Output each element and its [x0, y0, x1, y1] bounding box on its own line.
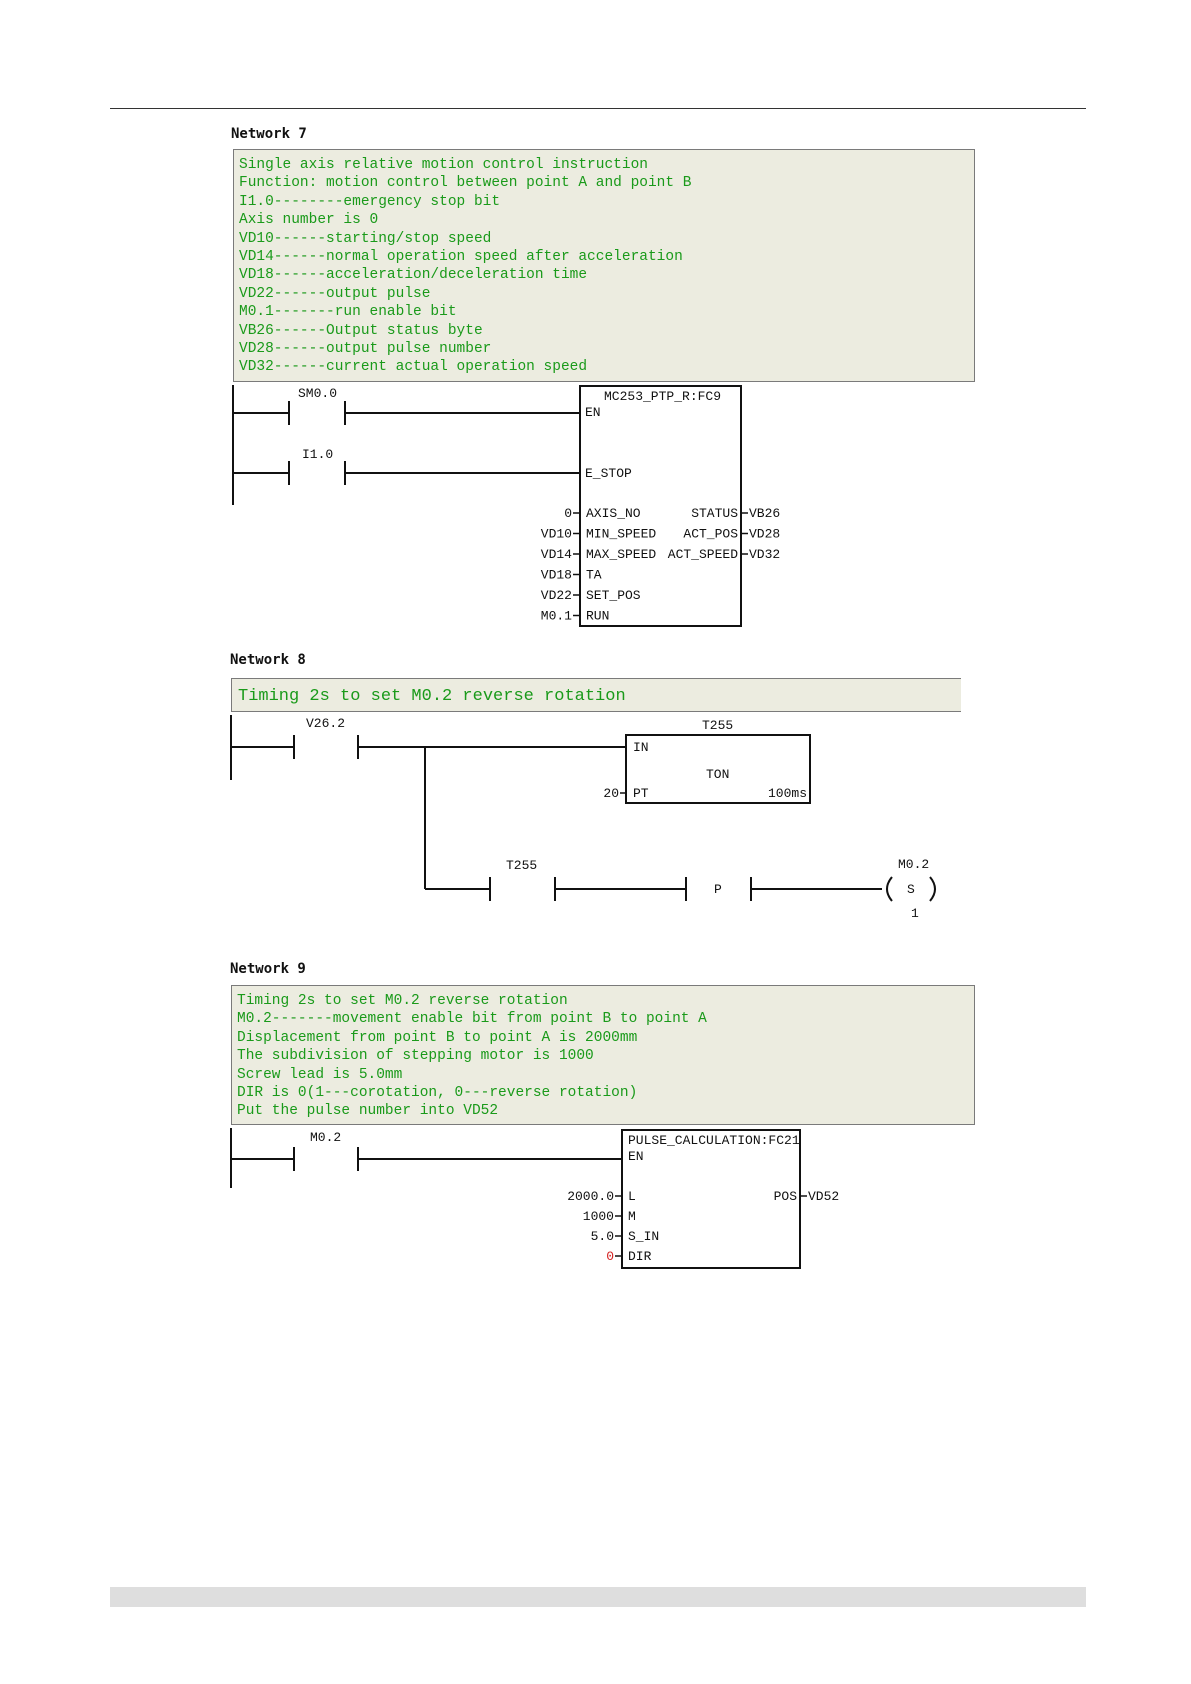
- network-9-ladder: M0.2 PULSE_CALCULATION:FC21 EN 2000.0 L 10…: [230, 1128, 840, 1269]
- input-pin-set_pos: SET_POS: [586, 588, 641, 603]
- output-value-act_pos: VD28: [749, 527, 780, 542]
- network-8-comment: Timing 2s to set M0.2 reverse rotation: [231, 678, 961, 712]
- output-pin-act_speed: ACT_SPEED: [668, 547, 738, 562]
- input-value-dir: 0: [606, 1249, 614, 1264]
- block-mc253-inputs: 0 AXIS_NO VD10 MIN_SPEED VD14 MAX_SPEED VD18 TA…: [541, 506, 657, 624]
- contact-v26-2-label: V26.2: [306, 716, 345, 731]
- comment-line: VD32------current actual operation speed: [239, 359, 588, 376]
- coil-type: S: [907, 882, 915, 897]
- output-pin-status: STATUS: [691, 506, 738, 521]
- output-value-status: VB26: [749, 506, 780, 521]
- input-value-axis_no: 0: [564, 506, 572, 521]
- output-value-act_speed: VD32: [749, 547, 780, 562]
- comment-line: VD10------starting/stop speed: [239, 230, 492, 247]
- timer-t255-block: [625, 734, 811, 804]
- comment-line: Timing 2s to set M0.2 reverse rotation: [237, 993, 568, 1009]
- comment-line: Put the pulse number into VD52: [237, 1103, 499, 1120]
- network-7-ladder: SM0.0 I1.0 MC253_PTP_R:FC9 EN E_STOP 0 AX…: [232, 385, 780, 627]
- comment-line: Single axis relative motion control inst…: [239, 157, 648, 173]
- comment-line: Timing 2s to set M0.2 reverse rotation: [238, 687, 626, 706]
- output-value-pos: VD52: [808, 1189, 839, 1204]
- coil-count: 1: [911, 906, 919, 921]
- input-pin-max_speed: MAX_SPEED: [586, 547, 656, 562]
- network-8-title: Network 8: [230, 652, 306, 668]
- contact-sm0-0-label: SM0.0: [298, 386, 337, 401]
- input-pin-dir: DIR: [628, 1249, 652, 1264]
- comment-line: Screw lead is 5.0mm: [237, 1066, 403, 1083]
- block-pulse-calc: [621, 1129, 801, 1269]
- output-pin-pos: POS: [774, 1189, 798, 1204]
- comment-line: DIR is 0(1---corotation, 0---reverse rot…: [237, 1085, 638, 1102]
- input-value-run: M0.1: [541, 609, 572, 624]
- block-pulse-calc-en: EN: [628, 1149, 644, 1164]
- input-value-m: 1000: [583, 1209, 614, 1224]
- comment-line: Axis number is 0: [239, 212, 379, 229]
- block-pulse-calc-outputs: POS VD52: [774, 1189, 840, 1204]
- block-mc253: [579, 385, 742, 627]
- input-value-ta: VD18: [541, 568, 572, 583]
- input-pin-run: RUN: [586, 609, 609, 624]
- block-mc253-name: MC253_PTP_R:FC9: [604, 389, 721, 404]
- comment-line: M0.1-------run enable bit: [239, 304, 457, 321]
- block-pulse-calc-name: PULSE_CALCULATION:FC21: [628, 1133, 800, 1148]
- coil-right: [929, 876, 936, 902]
- contact-i1-0-label: I1.0: [302, 447, 333, 462]
- input-value-max_speed: VD14: [541, 547, 572, 562]
- comment-line: VD14------normal operation speed after a…: [239, 249, 683, 266]
- input-pin-m: M: [628, 1209, 636, 1224]
- comment-line: VD18------acceleration/deceleration time: [239, 267, 588, 284]
- block-mc253-en: EN: [585, 405, 601, 420]
- input-value-s_in: 5.0: [591, 1229, 614, 1244]
- network-9-title: Network 9: [230, 961, 306, 977]
- network-8-ladder: V26.2 T255 IN TON PT 100ms 20 T255 P: [230, 715, 936, 921]
- comment-line: Displacement from point B to point A is …: [237, 1029, 638, 1046]
- input-pin-axis_no: AXIS_NO: [586, 506, 641, 521]
- contact-t255-label: T255: [506, 858, 537, 873]
- comment-line: I1.0--------emergency stop bit: [239, 193, 501, 210]
- network-7-title: Network 7: [231, 126, 307, 142]
- comment-line: VB26------Output status byte: [239, 322, 483, 339]
- input-pin-ta: TA: [586, 568, 602, 583]
- input-value-set_pos: VD22: [541, 588, 572, 603]
- input-pin-l: L: [628, 1189, 636, 1204]
- input-value-l: 2000.0: [567, 1189, 614, 1204]
- input-pin-s_in: S_IN: [628, 1229, 659, 1244]
- timer-pt-pin: PT: [633, 786, 649, 801]
- comment-line: Function: motion control between point A…: [239, 175, 692, 192]
- input-value-min_speed: VD10: [541, 527, 572, 542]
- output-pin-act_pos: ACT_POS: [683, 527, 738, 542]
- comment-line: VD28------output pulse number: [239, 341, 492, 358]
- comment-line: M0.2-------movement enable bit from poin…: [237, 1011, 707, 1028]
- header-rule: [110, 108, 1086, 109]
- timer-pt-value: 20: [603, 786, 619, 801]
- footer-bar: [110, 1587, 1086, 1607]
- coil-m0-2-label: M0.2: [898, 857, 929, 872]
- edge-p-label: P: [714, 882, 722, 897]
- coil-left: [886, 876, 893, 902]
- contact-m0-2-label: M0.2: [310, 1130, 341, 1145]
- comment-line: VD22------output pulse: [239, 285, 431, 302]
- block-pulse-calc-inputs: 2000.0 L 1000 M 5.0 S_IN 0 DIR: [567, 1189, 659, 1264]
- block-mc253-estop: E_STOP: [585, 466, 632, 481]
- timer-t255-name: T255: [702, 718, 733, 733]
- timer-base: 100ms: [768, 786, 807, 801]
- timer-type: TON: [706, 767, 729, 782]
- network-7-comment: Single axis relative motion control inst…: [233, 149, 975, 382]
- input-pin-min_speed: MIN_SPEED: [586, 527, 656, 542]
- comment-line: The subdivision of stepping motor is 100…: [237, 1048, 594, 1065]
- timer-in-pin: IN: [633, 740, 649, 755]
